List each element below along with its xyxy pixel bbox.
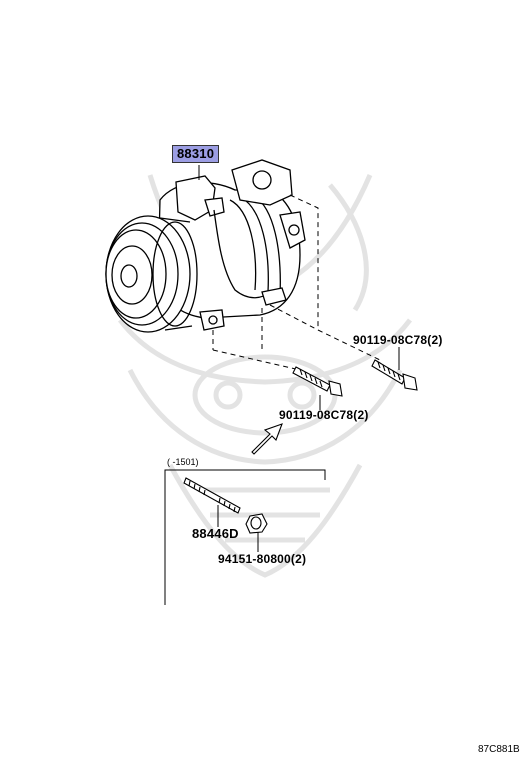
callout-bolt-upper[interactable]: 90119-08C78(2) xyxy=(353,333,443,347)
direction-arrow xyxy=(251,423,283,455)
leader-lines xyxy=(164,165,400,605)
bolt-upper xyxy=(371,359,418,391)
callout-88446D[interactable]: 88446D xyxy=(192,526,239,541)
compressor-assembly xyxy=(105,159,306,333)
illustration-code: 87C881B xyxy=(478,744,520,755)
stud-88446D xyxy=(183,477,241,514)
callout-94151-80800[interactable]: 94151-80800(2) xyxy=(218,552,307,566)
range-note: ( -1501) xyxy=(167,457,199,467)
callout-88310[interactable]: 88310 xyxy=(172,145,220,163)
bolt-lower xyxy=(292,366,343,397)
nut-94151 xyxy=(245,513,268,534)
callout-bolt-lower[interactable]: 90119-08C78(2) xyxy=(279,408,369,422)
